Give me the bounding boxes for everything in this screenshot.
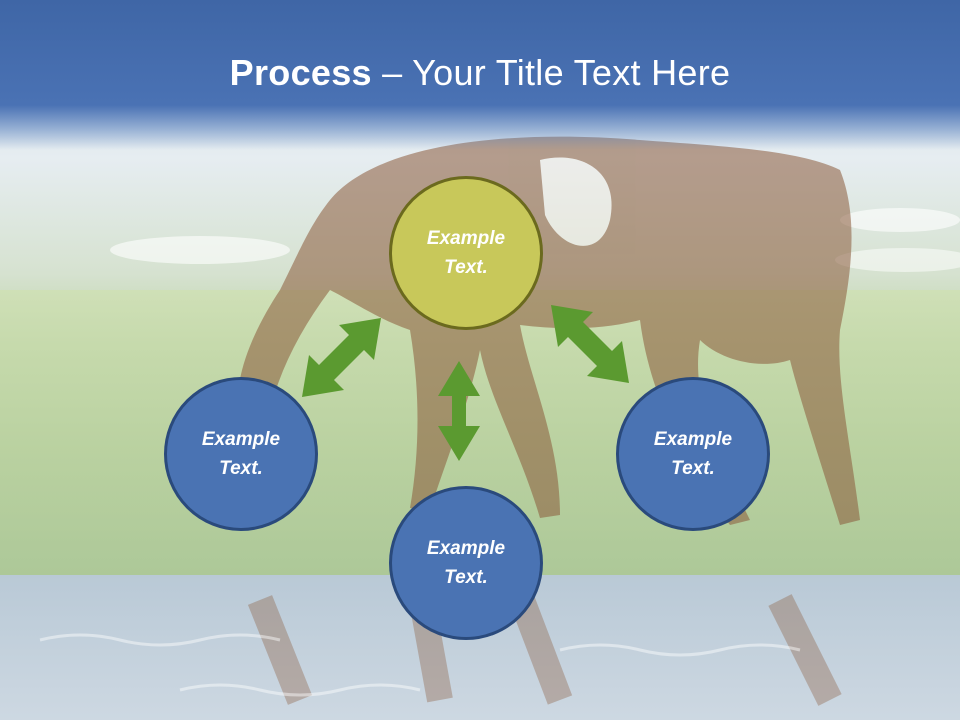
double-arrow-left — [302, 318, 381, 397]
node-right-text: Example Text. — [653, 429, 733, 479]
cloud — [835, 248, 960, 272]
node-bottom-text: Example Text. — [426, 538, 506, 588]
title-rest: Your Title Text Here — [412, 52, 731, 93]
slide-title: Process – Your Title Text Here — [0, 52, 960, 94]
title-band — [0, 0, 960, 150]
node-bottom: Example Text. — [389, 486, 543, 640]
node-center-text: Example Text. — [426, 228, 506, 278]
double-arrow-right — [551, 305, 629, 383]
cloud — [110, 236, 290, 264]
title-dash: – — [371, 52, 413, 93]
horse-reflection — [247, 587, 842, 706]
node-right: Example Text. — [616, 377, 770, 531]
node-left-text: Example Text. — [201, 429, 281, 479]
double-arrow-bottom — [438, 361, 480, 461]
node-center: Example Text. — [389, 176, 543, 330]
cloud — [840, 208, 960, 232]
water-ripples — [39, 633, 801, 697]
title-bold: Process — [229, 52, 372, 93]
node-left: Example Text. — [164, 377, 318, 531]
